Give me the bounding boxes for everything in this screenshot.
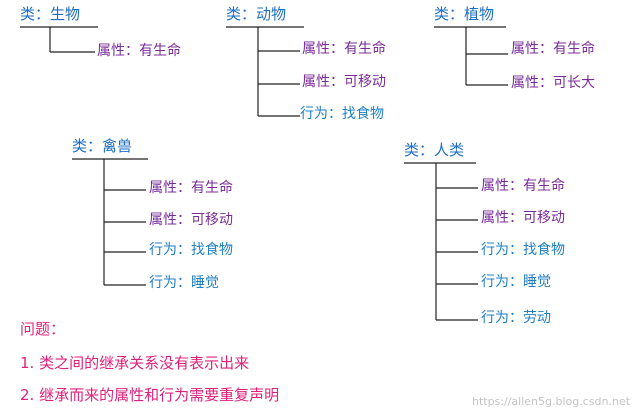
- behavior-item: 行为：找食物: [149, 242, 233, 258]
- attribute-item: 属性：有生命: [302, 41, 386, 57]
- class-title-human: 类：人类: [404, 141, 465, 159]
- problems-heading: 问题：: [20, 320, 66, 338]
- attribute-item: 属性：可移动: [481, 210, 565, 226]
- problem-item-1: 1. 类之间的继承关系没有表示出来: [20, 354, 250, 372]
- class-title-animal: 类：动物: [226, 5, 287, 23]
- behavior-item: 行为：劳动: [481, 310, 551, 326]
- behavior-item: 行为：找食物: [300, 106, 384, 122]
- attribute-item: 属性：有生命: [97, 43, 181, 59]
- attribute-item: 属性：有生命: [511, 41, 595, 57]
- class-title-beast: 类：禽兽: [72, 137, 133, 155]
- attribute-item: 属性：有生命: [481, 178, 565, 194]
- attribute-item: 属性：可长大: [511, 75, 595, 91]
- behavior-item: 行为：找食物: [481, 242, 565, 258]
- attribute-item: 属性：可移动: [149, 212, 233, 228]
- watermark: https://allen5g.blog.csdn.net: [472, 395, 631, 408]
- behavior-item: 行为：睡觉: [481, 274, 551, 290]
- class-title-plant: 类：植物: [434, 5, 495, 23]
- attribute-item: 属性：有生命: [149, 180, 233, 196]
- class-title-organism: 类：生物: [20, 5, 81, 23]
- attribute-item: 属性：可移动: [302, 74, 386, 90]
- problem-item-2: 2. 继承而来的属性和行为需要重复声明: [20, 386, 280, 404]
- behavior-item: 行为：睡觉: [149, 275, 219, 291]
